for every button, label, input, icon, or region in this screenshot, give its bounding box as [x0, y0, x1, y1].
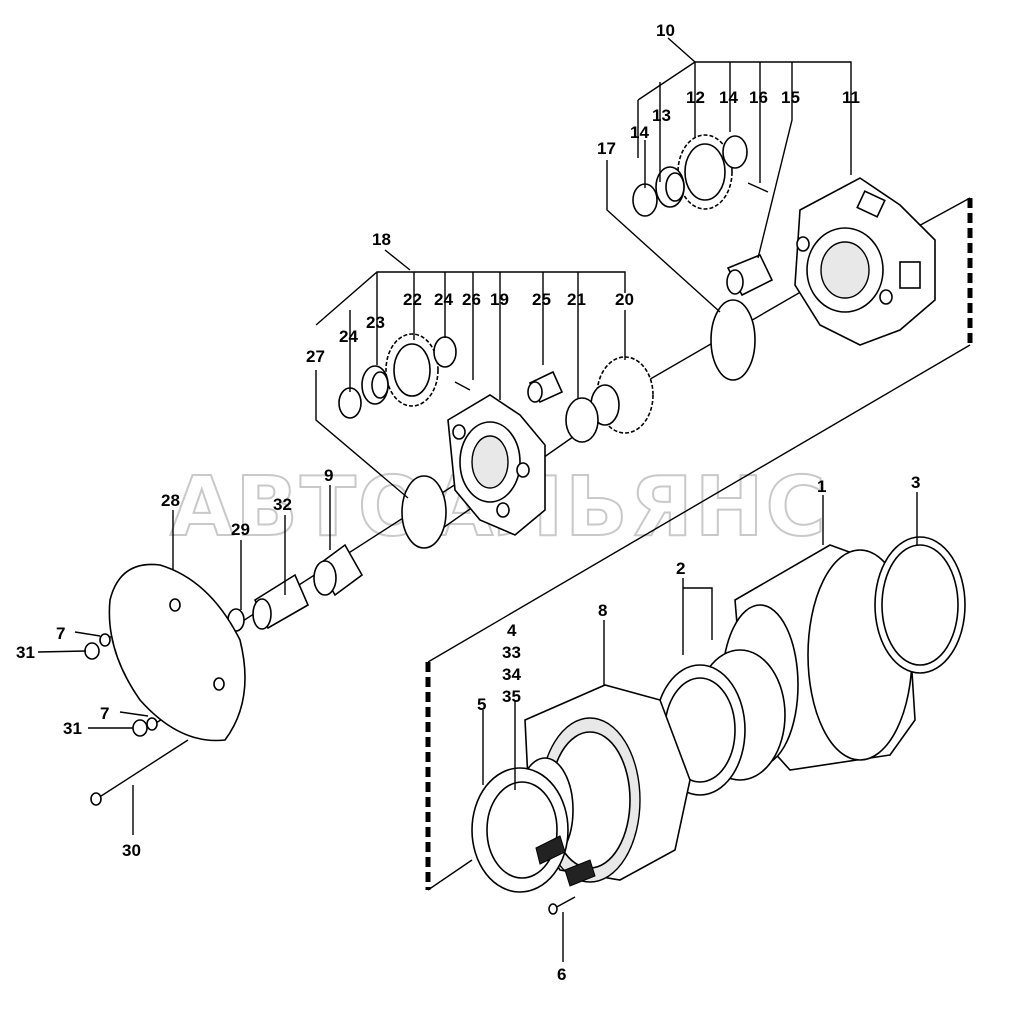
long-bolt [90, 739, 189, 806]
thrust-washer-stage-2-a [338, 387, 362, 419]
snap-ring-sun-gear [565, 397, 599, 443]
callout-18: 18 [372, 230, 391, 249]
callout-15: 15 [781, 88, 800, 107]
needle-bearing-stage-1 [655, 166, 685, 208]
callout-8: 8 [598, 601, 607, 620]
planet-gear-stage-2 [385, 333, 439, 407]
snap-ring-stage-1 [710, 299, 756, 381]
planet-carrier-stage-1 [794, 177, 936, 346]
callout-16: 16 [749, 88, 768, 107]
callout-13: 13 [652, 106, 671, 125]
callout-11: 11 [842, 88, 860, 107]
callout-30: 30 [122, 841, 141, 860]
callout-23: 23 [366, 313, 385, 332]
callout-29: 29 [231, 520, 250, 539]
callout-31-b: 31 [63, 719, 82, 738]
cover-bolt-a [84, 633, 111, 660]
assembly-boundary [425, 197, 973, 891]
sun-gear-stage-1 [590, 356, 654, 434]
callout-7-a: 7 [56, 624, 65, 643]
callout-21: 21 [567, 290, 586, 309]
callout-leaders [37, 37, 918, 962]
planet-carrier-stage-2 [447, 394, 546, 536]
callout-3: 3 [911, 473, 920, 492]
callout-24-a: 24 [434, 290, 453, 309]
roll-pin [747, 182, 769, 193]
thrust-washer-stage-1-b [722, 135, 748, 169]
callout-26: 26 [462, 290, 481, 309]
callout-2: 2 [676, 559, 685, 578]
thrust-washer-stage-2-b [433, 336, 457, 368]
callout-31-a: 31 [16, 643, 35, 662]
callout-14-a: 14 [719, 88, 738, 107]
callout-19: 19 [490, 290, 509, 309]
callout-10: 10 [656, 21, 675, 40]
callout-14-b: 14 [630, 123, 649, 142]
end-cover [108, 563, 246, 742]
snap-ring-stage-2 [401, 475, 447, 549]
callout-12: 12 [686, 88, 705, 107]
roll-pin-stage-2 [454, 381, 471, 391]
callout-22: 22 [403, 290, 422, 309]
callout-24-b: 24 [339, 327, 358, 346]
callout-27: 27 [306, 347, 325, 366]
callout-17: 17 [597, 139, 616, 158]
callout-9: 9 [324, 466, 333, 485]
callout-34: 34 [502, 665, 521, 684]
callout-labels: 10 11 12 13 14 14 15 16 17 18 19 20 21 2… [16, 21, 920, 984]
planet-gear-stage-1 [677, 134, 733, 210]
planet-pin-stage-2 [527, 370, 564, 404]
planet-pin-stage-1 [726, 253, 774, 297]
callout-25: 25 [532, 290, 551, 309]
callout-32: 32 [273, 495, 292, 514]
bushing [313, 543, 364, 597]
seal-retainer [471, 767, 596, 893]
callout-7-b: 7 [100, 704, 109, 723]
retainer-bolt [548, 896, 576, 915]
thrust-washer-stage-1-a [632, 183, 658, 217]
callout-4: 4 [507, 621, 517, 640]
callout-1: 1 [817, 477, 826, 496]
floating-seal-hub [874, 536, 966, 674]
callout-20: 20 [615, 290, 634, 309]
needle-bearing-stage-2 [361, 365, 389, 405]
callout-28: 28 [161, 491, 180, 510]
callout-33: 33 [502, 643, 521, 662]
callout-35: 35 [502, 687, 521, 706]
callout-6: 6 [557, 965, 566, 984]
cover-bolt-b [132, 717, 158, 737]
callout-5: 5 [477, 695, 486, 714]
sun-shaft [252, 573, 310, 630]
